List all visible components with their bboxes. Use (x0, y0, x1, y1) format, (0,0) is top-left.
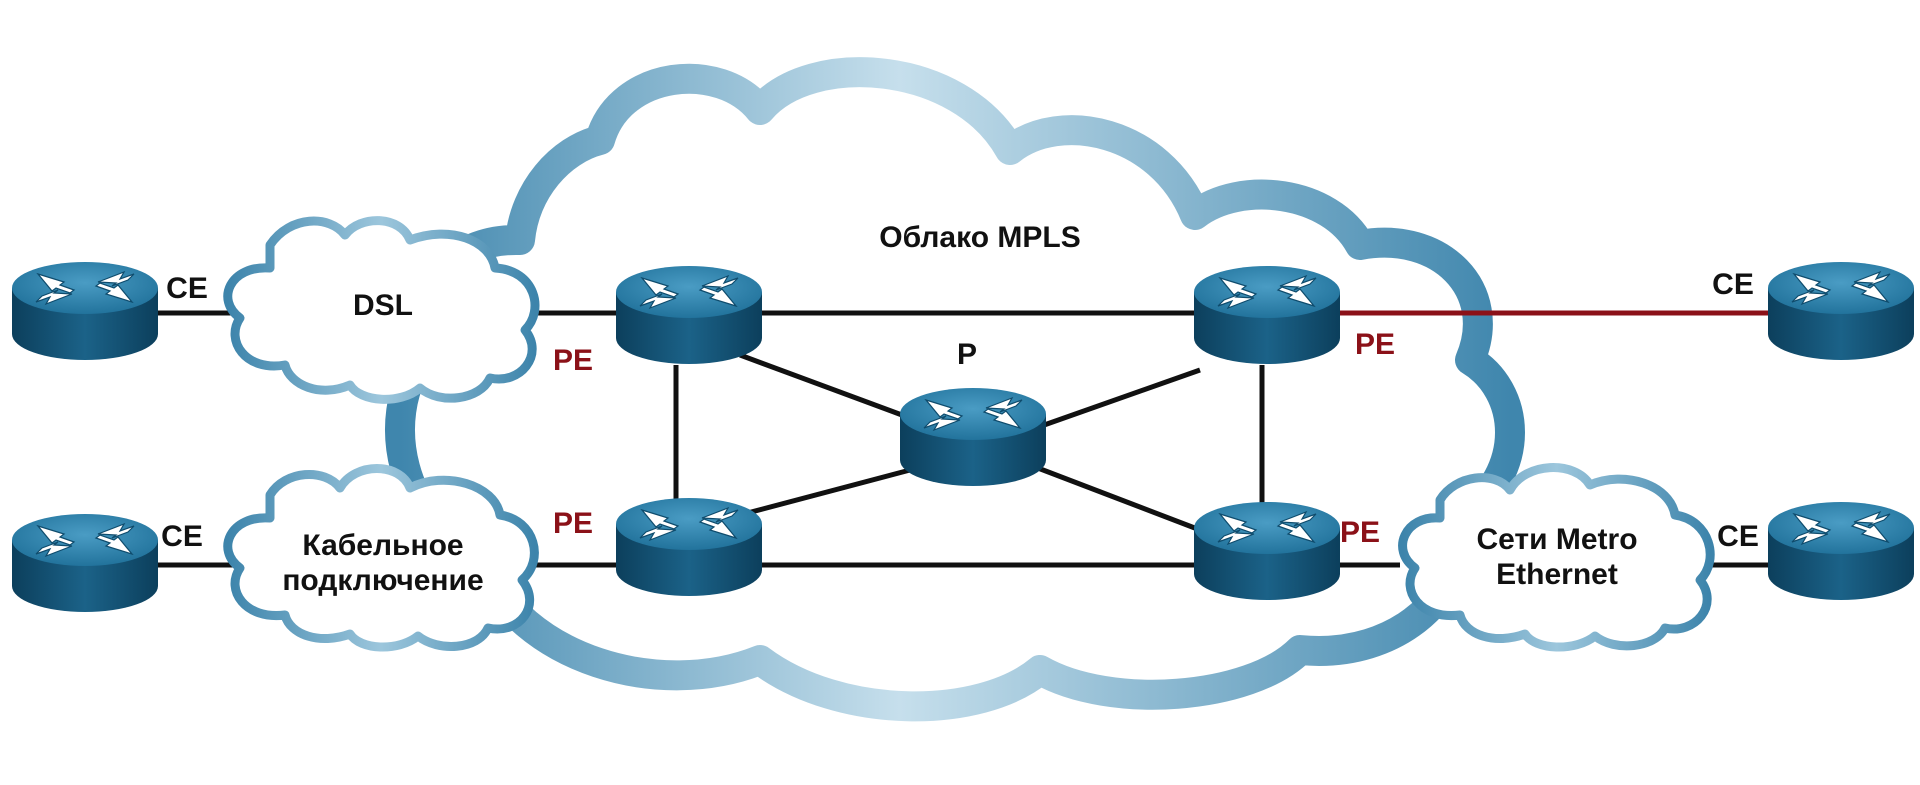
metro-cloud-shape (1398, 463, 1715, 652)
router-icon (900, 388, 1046, 487)
cable-cloud-label-line2: подключение (282, 564, 483, 597)
network-links (130, 310, 1770, 568)
dsl-cloud-shape (223, 216, 540, 404)
router-icon (1768, 502, 1914, 601)
router-icon (12, 514, 158, 613)
ce-label-bottom-right: CE (1717, 520, 1759, 553)
mpls-cloud-label: Облако MPLS (879, 221, 1080, 254)
cable-cloud-label-line1: Кабельное (302, 529, 463, 562)
ce-label-top-left: CE (166, 272, 208, 305)
ce-label-bottom-left: CE (161, 520, 203, 553)
pe-label-top-right: PE (1355, 328, 1395, 361)
router-icon (1194, 502, 1340, 601)
router-icon (616, 266, 762, 365)
pe-label-top-left: PE (553, 344, 593, 377)
router-icon (1768, 262, 1914, 361)
dsl-cloud-label: DSL (353, 289, 413, 322)
router-icon (1194, 266, 1340, 365)
router-icon (12, 262, 158, 361)
cable-cloud-shape (223, 464, 539, 652)
metro-cloud-label-line1: Сети Metro (1476, 523, 1637, 556)
pe-label-bottom-left: PE (553, 507, 593, 540)
ce-label-top-right: CE (1712, 268, 1754, 301)
p-router-label: P (957, 338, 977, 371)
metro-cloud-label-line2: Ethernet (1496, 558, 1618, 591)
pe-label-bottom-right: PE (1340, 516, 1380, 549)
router-icon (616, 498, 762, 597)
